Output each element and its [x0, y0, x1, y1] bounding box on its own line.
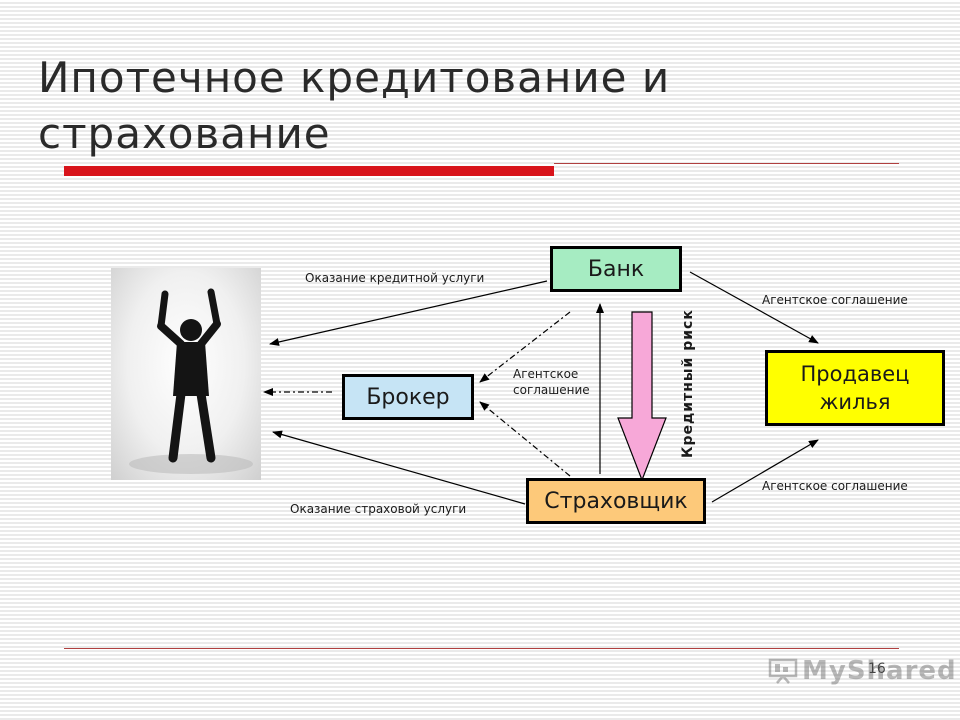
credit-risk-label: Кредитный риск	[680, 309, 696, 458]
accent-bar	[64, 166, 554, 176]
top-divider	[554, 163, 899, 164]
page-number: 16	[868, 661, 886, 677]
agency-agreement-top-label: Агентское соглашение	[762, 293, 908, 307]
bank-broker-agency-arrow	[479, 311, 571, 383]
insurer-seller-agency-arrow	[711, 439, 819, 503]
logo-text: MyShared	[802, 656, 957, 686]
broker-label: Брокер	[366, 384, 450, 410]
credit-service-arrow	[269, 280, 548, 346]
person-silhouette-icon	[129, 288, 253, 474]
insurer-broker-agency-arrow	[479, 401, 571, 477]
slide-title: Ипотечное кредитование и страхование	[38, 53, 671, 158]
credit-service-label: Оказание кредитной услуги	[305, 271, 485, 285]
agency-agreement-bottom-label: Агентское соглашение	[762, 479, 908, 493]
seller-label: Продавец жилья	[800, 362, 910, 414]
credit-risk-arrow	[617, 311, 667, 482]
insurance-service-arrow	[272, 430, 526, 505]
presentation-board-icon	[768, 658, 798, 684]
seller-box: Продавец жилья	[765, 350, 945, 426]
client-photo	[111, 268, 261, 480]
watermark-logo: MyShared	[768, 656, 957, 686]
insurance-service-label: Оказание страховой услуги	[290, 502, 467, 516]
bank-box: Банк	[550, 246, 682, 292]
agency-agreement-mid-label: Агентское соглашение	[513, 367, 590, 397]
broker-box: Брокер	[342, 374, 474, 420]
bottom-divider	[64, 648, 899, 649]
bank-label: Банк	[587, 256, 645, 282]
bank-seller-agency-arrow	[689, 271, 819, 344]
insurer-label: Страховщик	[544, 488, 688, 514]
insurer-box: Страховщик	[526, 478, 706, 524]
